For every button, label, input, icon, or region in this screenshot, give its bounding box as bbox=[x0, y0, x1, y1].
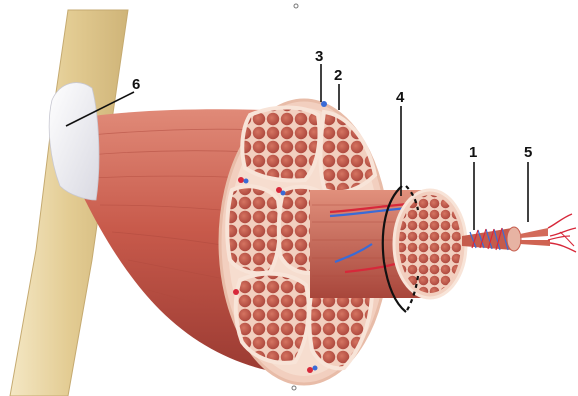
fascicle bbox=[320, 112, 375, 192]
marker-bottom bbox=[292, 386, 296, 390]
label-3: 3 bbox=[315, 48, 323, 65]
marker-top bbox=[294, 4, 298, 8]
label-1: 1 bbox=[469, 144, 477, 161]
fascicle-end-fibers bbox=[399, 195, 461, 293]
fascicle bbox=[227, 186, 280, 273]
muscle-fiber-end bbox=[507, 227, 521, 251]
fascicle bbox=[242, 107, 319, 180]
label-5: 5 bbox=[524, 144, 532, 161]
fascicle bbox=[236, 274, 309, 363]
label-2: 2 bbox=[334, 67, 342, 84]
label-6: 6 bbox=[132, 76, 140, 93]
label-4: 4 bbox=[396, 89, 405, 106]
